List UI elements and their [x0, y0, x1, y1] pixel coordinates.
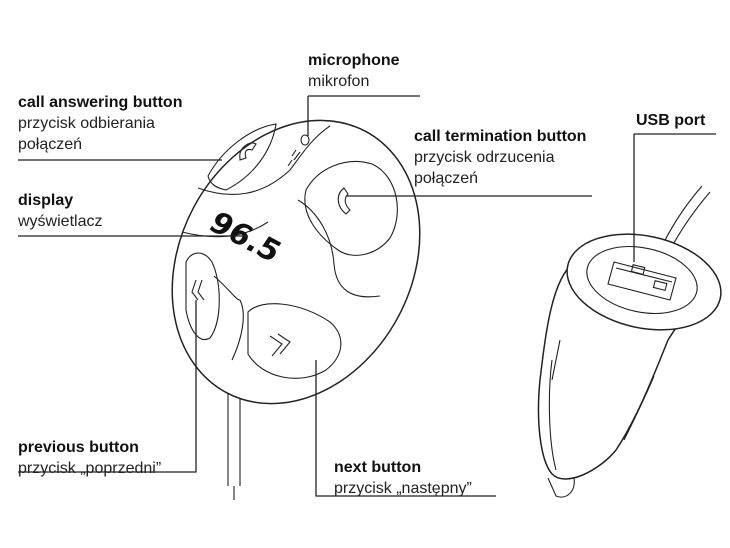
label-call-answer: call answering button przycisk odbierani…: [18, 92, 182, 155]
head-cable: [227, 392, 241, 500]
label-microphone-en: microphone: [308, 52, 400, 69]
call-answer-button[interactable]: [207, 123, 277, 191]
label-next-pl: przycisk „następny”: [334, 480, 472, 497]
label-previous-en: previous button: [18, 439, 139, 456]
label-call-answer-pl1: przycisk odbierania: [18, 115, 155, 132]
label-usb-en: USB port: [636, 112, 706, 129]
chevron-right-icon: [269, 333, 291, 357]
label-call-end-en: call termination button: [414, 128, 587, 145]
label-call-answer-pl2: połączeń: [18, 136, 83, 153]
label-next: next button przycisk „następny”: [334, 457, 472, 499]
label-usb: USB port: [636, 110, 705, 131]
label-previous-pl: przycisk „poprzedni”: [18, 460, 162, 477]
label-call-answer-en: call answering button: [18, 94, 183, 111]
label-microphone: microphone mikrofon: [308, 50, 400, 92]
usb-car-charger: [537, 185, 722, 498]
label-display-pl: wyświetlacz: [18, 213, 103, 230]
call-end-button[interactable]: [304, 160, 398, 256]
label-next-en: next button: [334, 459, 422, 476]
label-call-end-pl1: przycisk odrzucenia: [414, 149, 555, 166]
label-display-en: display: [18, 192, 74, 209]
phone-handset-icon: [337, 187, 351, 215]
chevron-left-icon: [191, 279, 205, 301]
label-call-end-pl2: połączeń: [414, 170, 479, 187]
charger-cable: [661, 185, 711, 251]
label-call-end: call termination button przycisk odrzuce…: [414, 126, 586, 189]
usb-port: [607, 261, 677, 301]
leader-lines: [18, 95, 716, 497]
label-previous: previous button przycisk „poprzedni”: [18, 437, 161, 479]
microphone-hole: [287, 134, 310, 167]
label-display: display wyświetlacz: [18, 190, 102, 232]
next-button[interactable]: [247, 303, 342, 379]
bluetooth-icon: [287, 149, 301, 167]
label-microphone-pl: mikrofon: [308, 73, 370, 90]
phone-handset-icon: [239, 142, 257, 161]
previous-button[interactable]: [185, 252, 220, 340]
